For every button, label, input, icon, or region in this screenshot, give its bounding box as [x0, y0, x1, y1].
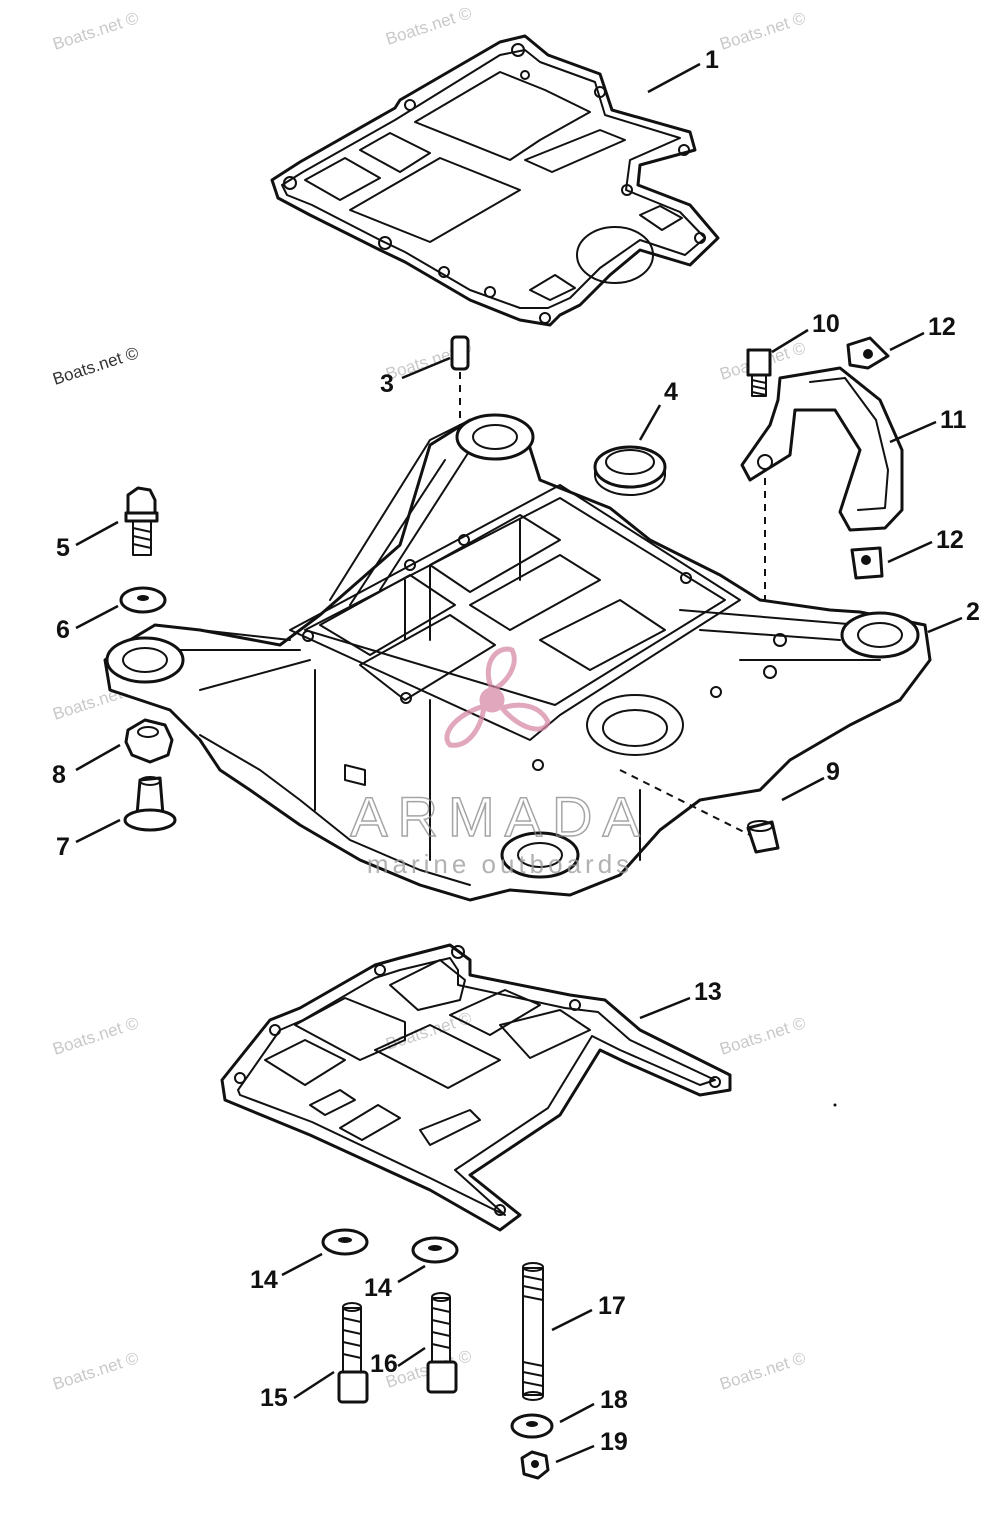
callout-6: 6	[56, 616, 70, 644]
callout-9: 9	[826, 758, 840, 786]
watermark: Boats.net ©	[50, 1348, 141, 1394]
callout-5: 5	[56, 534, 70, 562]
callout-8: 8	[52, 761, 66, 789]
plug	[746, 776, 825, 854]
brand-name: ARMADA	[350, 785, 650, 848]
stray-dot	[833, 1103, 837, 1107]
callout-14-right: 14	[364, 1274, 392, 1302]
brand-tagline: marine outboards	[367, 849, 633, 879]
callout-14-left: 14	[250, 1266, 278, 1294]
upper-gasket	[270, 34, 720, 327]
callout-17: 17	[598, 1292, 626, 1320]
watermark: Boats.net ©	[50, 343, 141, 389]
callout-19: 19	[600, 1428, 628, 1456]
propeller-icon	[444, 646, 551, 748]
left-hardware	[75, 486, 177, 844]
callout-12-top: 12	[928, 313, 956, 341]
watermark: Boats.net ©	[717, 1013, 808, 1059]
lower-gasket	[220, 943, 732, 1232]
callout-7: 7	[56, 833, 70, 861]
callout-numbers: 1 2 3 4 5 6 7 8 9 10 11 12 12 13 14 14 1…	[52, 46, 980, 1456]
watermark: Boats.net ©	[50, 1013, 141, 1059]
callout-3: 3	[380, 370, 394, 398]
dowel-pin	[401, 335, 470, 430]
bracket-assembly	[740, 328, 937, 620]
callout-4: 4	[664, 378, 678, 406]
callout-2: 2	[966, 598, 980, 626]
callout-12-bottom: 12	[936, 526, 964, 554]
callout-11: 11	[940, 406, 967, 434]
watermark: Boats.net ©	[717, 8, 808, 54]
callout-13: 13	[694, 978, 722, 1006]
watermark: Boats.net ©	[50, 8, 141, 54]
callout-18: 18	[600, 1386, 628, 1414]
watermark: Boats.net ©	[383, 1008, 474, 1054]
adaptor-plate	[103, 413, 963, 902]
watermark: Boats.net ©	[717, 1348, 808, 1394]
part-9-guide	[619, 769, 761, 841]
callout-15: 15	[260, 1384, 288, 1412]
seal	[593, 404, 667, 496]
brand-logo: ARMADA marine outboards	[349, 646, 650, 879]
bottom-hardware	[281, 1228, 595, 1480]
watermark: Boats.net ©	[383, 3, 474, 49]
callout-1: 1	[705, 46, 719, 74]
callout-10: 10	[812, 310, 840, 338]
callout-16: 16	[370, 1350, 398, 1378]
